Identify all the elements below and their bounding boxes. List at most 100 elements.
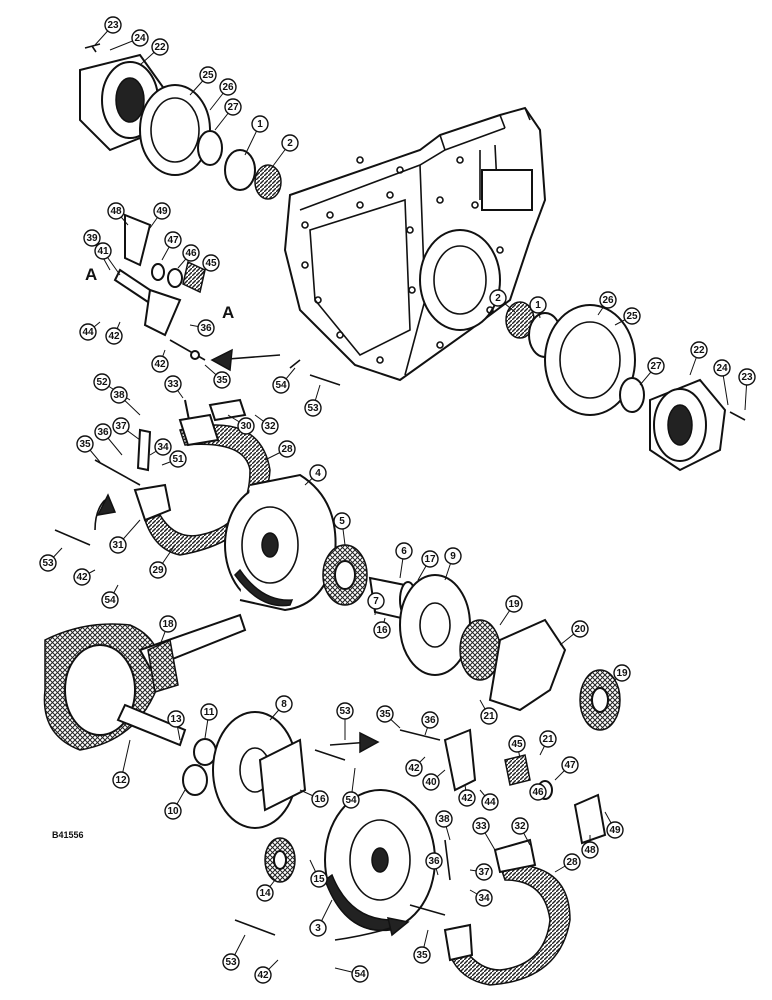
callout-circle bbox=[309, 919, 327, 937]
callout-circle bbox=[93, 373, 111, 391]
callout-circle bbox=[272, 376, 290, 394]
callout-20: 20 bbox=[559, 620, 589, 646]
callout-9: 9 bbox=[444, 547, 462, 581]
callout-circle bbox=[110, 386, 128, 404]
callout-circle bbox=[395, 542, 413, 560]
callout-17: 17 bbox=[417, 550, 439, 581]
callout-36: 36 bbox=[421, 711, 439, 736]
callout-number: 34 bbox=[157, 442, 169, 453]
callout-number: 2 bbox=[287, 138, 293, 149]
transmission-housing bbox=[283, 106, 547, 382]
callout-number: 6 bbox=[401, 546, 407, 557]
callout-number: 7 bbox=[373, 596, 379, 607]
callout-circle bbox=[472, 817, 490, 835]
callout-circle bbox=[151, 38, 169, 56]
callout-number: 42 bbox=[408, 763, 420, 774]
callout-circle bbox=[367, 592, 385, 610]
callout-number: 22 bbox=[693, 345, 705, 356]
callout-circle bbox=[422, 773, 440, 791]
callout-circle bbox=[690, 341, 708, 359]
lower-brake-band bbox=[443, 838, 571, 986]
callout-circle bbox=[435, 810, 453, 828]
callout-number: 45 bbox=[511, 739, 523, 750]
callout-number: 54 bbox=[345, 795, 357, 806]
callout-21: 21 bbox=[479, 699, 498, 725]
callout-number: 20 bbox=[574, 624, 586, 635]
callout-16: 16 bbox=[373, 617, 391, 639]
callout-23: 23 bbox=[94, 16, 122, 46]
callout-number: 4 bbox=[315, 468, 321, 479]
callout-number: 29 bbox=[152, 565, 164, 576]
callout-circle bbox=[76, 435, 94, 453]
callout-51: 51 bbox=[161, 450, 187, 468]
callout-32: 32 bbox=[511, 817, 531, 846]
callout-circle bbox=[104, 16, 122, 34]
callout-42: 42 bbox=[73, 568, 96, 586]
callout-circle bbox=[480, 707, 498, 725]
callout-circle bbox=[112, 417, 130, 435]
callout-circle bbox=[376, 705, 394, 723]
callout-53: 53 bbox=[222, 934, 246, 971]
callout-circle bbox=[251, 115, 269, 133]
callout-circle bbox=[107, 202, 125, 220]
callout-22: 22 bbox=[689, 341, 708, 376]
callout-number: 11 bbox=[204, 707, 215, 718]
spring-45 bbox=[182, 260, 206, 294]
callout-33: 33 bbox=[164, 375, 184, 399]
callout-36: 36 bbox=[425, 852, 443, 876]
callout-number: 37 bbox=[478, 867, 490, 878]
callout-circle bbox=[154, 438, 172, 456]
callout-34: 34 bbox=[469, 889, 493, 907]
callout-circle bbox=[202, 254, 220, 272]
lever-48b bbox=[573, 793, 607, 845]
callout-number: 26 bbox=[222, 82, 234, 93]
callout-47: 47 bbox=[554, 756, 579, 781]
callout-48: 48 bbox=[581, 835, 599, 859]
callout-number: 24 bbox=[716, 363, 728, 374]
callout-32: 32 bbox=[254, 414, 279, 435]
callout-circle bbox=[224, 98, 242, 116]
callout-number: 41 bbox=[97, 246, 109, 257]
differential-group bbox=[322, 544, 621, 731]
callout-number: 35 bbox=[379, 709, 391, 720]
callout-number: 31 bbox=[112, 540, 124, 551]
callout-42: 42 bbox=[254, 959, 279, 984]
callout-circle bbox=[164, 802, 182, 820]
callout-number: 52 bbox=[96, 377, 108, 388]
callout-circle bbox=[623, 307, 641, 325]
callout-number: 1 bbox=[535, 300, 541, 311]
callout-circle bbox=[213, 371, 231, 389]
callout-number: 40 bbox=[425, 777, 437, 788]
callout-number: 51 bbox=[172, 454, 184, 465]
callout-54: 54 bbox=[101, 584, 119, 609]
callout-circle bbox=[101, 591, 119, 609]
callout-circle bbox=[529, 296, 547, 314]
callout-38: 38 bbox=[435, 810, 453, 841]
callout-54: 54 bbox=[272, 367, 296, 394]
callout-circle bbox=[310, 870, 328, 888]
callout-number: 25 bbox=[202, 70, 214, 81]
callout-circle bbox=[73, 568, 91, 586]
callout-5: 5 bbox=[333, 512, 351, 546]
callout-36: 36 bbox=[94, 423, 123, 456]
callout-number: 42 bbox=[257, 970, 269, 981]
callout-number: 26 bbox=[602, 295, 614, 306]
callout-53: 53 bbox=[39, 547, 63, 572]
callout-number: 21 bbox=[542, 734, 554, 745]
callout-circle bbox=[105, 327, 123, 345]
callout-25: 25 bbox=[614, 307, 641, 326]
callout-number: 45 bbox=[205, 258, 217, 269]
callout-number: 21 bbox=[483, 711, 495, 722]
callout-circle bbox=[599, 291, 617, 309]
callout-circle bbox=[561, 756, 579, 774]
callout-24: 24 bbox=[713, 359, 731, 406]
callout-number: 53 bbox=[339, 706, 351, 717]
callout-number: 46 bbox=[532, 787, 544, 798]
bearing-10 bbox=[182, 764, 208, 796]
callout-circle bbox=[151, 355, 169, 373]
callout-19: 19 bbox=[499, 595, 523, 626]
callout-41: 41 bbox=[94, 242, 121, 276]
callout-number: 48 bbox=[584, 845, 596, 856]
callout-27: 27 bbox=[214, 98, 242, 131]
